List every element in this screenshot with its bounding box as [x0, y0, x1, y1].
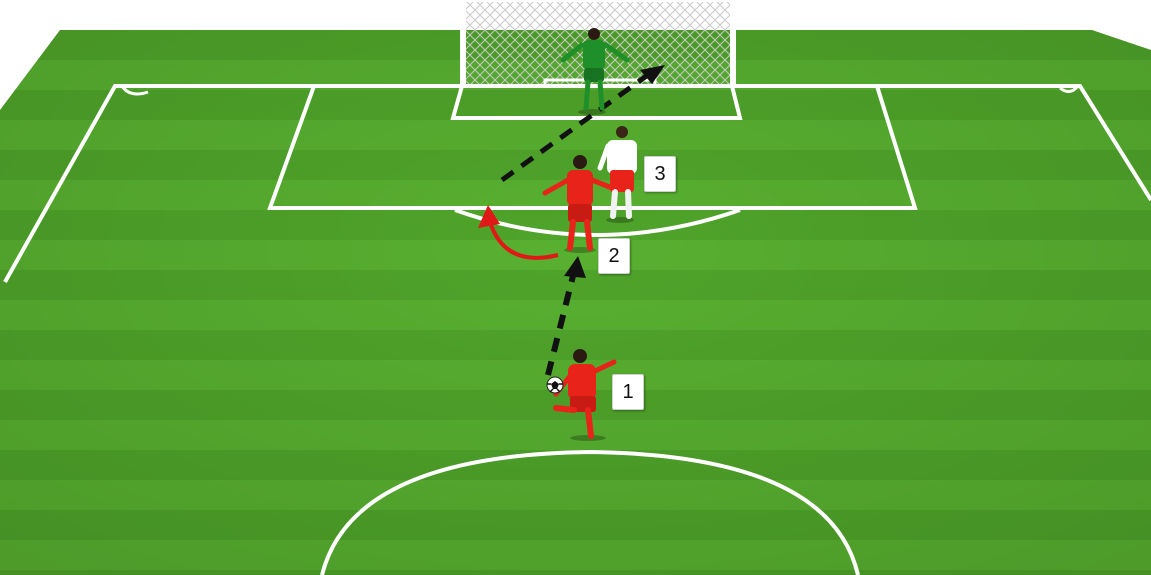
player-tag-label: 3 [654, 163, 665, 186]
grass-shading [0, 30, 1151, 575]
player-tag-1: 1 [612, 374, 644, 410]
soccer-ball-icon [547, 377, 563, 393]
player-tag-2: 2 [598, 238, 630, 274]
player-tag-label: 2 [608, 245, 619, 268]
player-tag-label: 1 [622, 381, 633, 404]
player-tag-3: 3 [644, 156, 676, 192]
